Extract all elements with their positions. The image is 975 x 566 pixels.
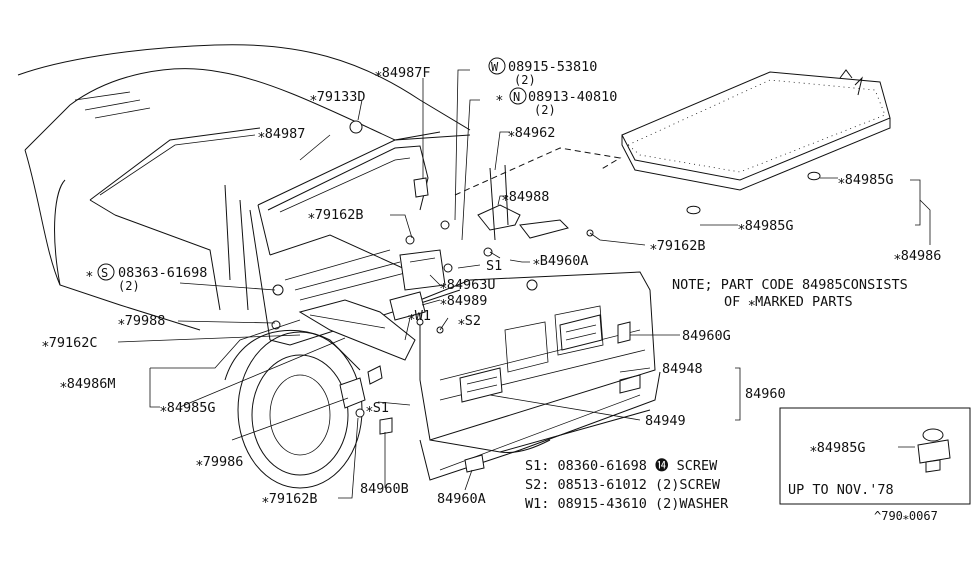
- leader-lines: [117, 69, 931, 499]
- label-08363-prefix: ⁎: [86, 265, 93, 281]
- w-circle-symbol: W: [488, 57, 506, 75]
- note-line-2: OF ⁎MARKED PARTS: [724, 294, 853, 310]
- label-84963U: ⁎84963U: [440, 277, 496, 293]
- inset-clip-part: [917, 428, 951, 473]
- label-79162C: ⁎79162C: [42, 335, 98, 351]
- label-84960: 84960: [745, 386, 786, 402]
- label-08915-53810: 08915-53810: [508, 59, 597, 75]
- label-84985G-top: ⁎84985G: [838, 172, 894, 188]
- label-79986: ⁎79986: [196, 454, 243, 470]
- label-S1-a: S1: [486, 258, 502, 274]
- inset-box: ⁎84985G UP TO NOV.'78: [779, 407, 971, 505]
- legend-s2: S2: 08513-61012 (2)SCREW: [525, 477, 721, 493]
- label-79162B-top: ⁎79162B: [308, 207, 364, 223]
- legend-w1: W1: 08915-43610 (2)WASHER: [525, 496, 729, 512]
- s-symbol-letter: S: [101, 266, 108, 280]
- label-84962: ⁎84962: [508, 125, 555, 141]
- label-84960G: 84960G: [682, 328, 731, 344]
- label-W1: ⁎W1: [408, 308, 431, 324]
- label-79162B-mid: ⁎79162B: [650, 238, 706, 254]
- label-84988: ⁎84988: [502, 189, 549, 205]
- note-line-1: NOTE; PART CODE 84985CONSISTS: [672, 277, 908, 293]
- label-08915-qty: (2): [514, 73, 536, 87]
- footer-code: ^790⁎0067: [874, 509, 938, 523]
- label-84986M: ⁎84986M: [60, 376, 116, 392]
- w-symbol-letter: W: [491, 60, 499, 74]
- car-body: [17, 44, 661, 489]
- label-84985G-left: ⁎84985G: [160, 400, 216, 416]
- floor-board: [621, 69, 891, 215]
- label-S1-b: ⁎S1: [366, 400, 389, 416]
- fastener-legend: S1: 08360-61698 ⓮ SCREW S2: 08513-61012 …: [525, 458, 729, 512]
- label-08913-qty: (2): [534, 103, 556, 117]
- phantom-line: [454, 147, 622, 196]
- label-84986: ⁎84986: [894, 248, 941, 264]
- label-08363-qty: (2): [118, 279, 140, 293]
- label-79988: ⁎79988: [118, 313, 165, 329]
- label-84948: 84948: [662, 361, 703, 377]
- n-circle-symbol: N: [509, 87, 527, 105]
- label-84989: ⁎84989: [440, 293, 487, 309]
- label-79133D: ⁎79133D: [310, 89, 366, 105]
- label-08913-40810: 08913-40810: [528, 89, 617, 105]
- label-84987: ⁎84987: [258, 126, 305, 142]
- label-84987F: ⁎84987F: [375, 65, 431, 81]
- callout-labels: ⁎84987F ⁎79133D ⁎84987 W 08915-53810 (2)…: [42, 57, 941, 507]
- label-79162B-bottom: ⁎79162B: [262, 491, 318, 507]
- label-08363-61698: 08363-61698: [118, 265, 207, 281]
- s-circle-symbol: ⁎ S: [86, 263, 115, 281]
- legend-s1: S1: 08360-61698 ⓮ SCREW: [525, 458, 718, 474]
- inset-label: ⁎84985G: [810, 440, 866, 456]
- label-08913-prefix: ⁎: [496, 89, 503, 105]
- n-symbol-letter: N: [513, 90, 520, 104]
- label-B4960A: ⁎B4960A: [533, 253, 589, 269]
- inset-caption: UP TO NOV.'78: [788, 482, 894, 498]
- small-parts: [271, 120, 631, 473]
- label-84949: 84949: [645, 413, 686, 429]
- label-S2: ⁎S2: [458, 313, 481, 329]
- label-84960B: 84960B: [360, 481, 409, 497]
- label-84985G-mid: ⁎84985G: [738, 218, 794, 234]
- label-84960A: 84960A: [437, 491, 486, 507]
